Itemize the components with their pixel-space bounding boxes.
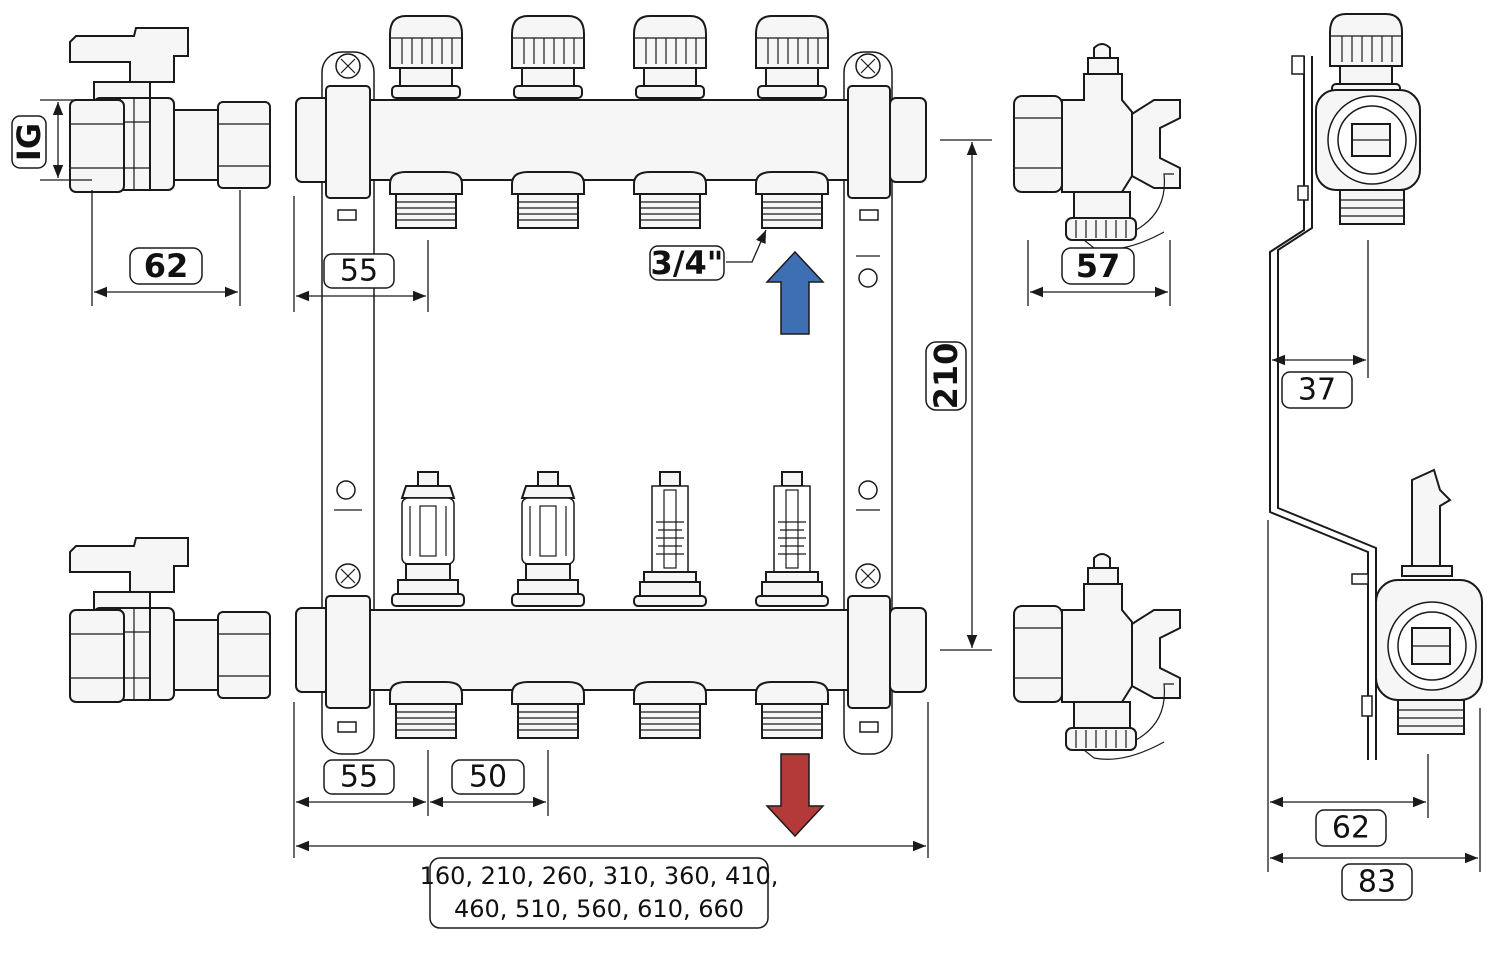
svg-text:210: 210	[927, 343, 965, 410]
actuator-cap-4	[755, 15, 829, 99]
outlet-bottom-3	[633, 681, 707, 739]
dim-label-side-depth-2: 83	[1341, 863, 1413, 901]
svg-text:3/4": 3/4"	[651, 244, 724, 282]
dim-label-bracket-offset: 37	[1281, 371, 1353, 409]
svg-text:160, 210, 260, 310, 360, 410,: 160, 210, 260, 310, 360, 410,	[420, 862, 779, 890]
dim-label-ig: IG	[10, 115, 48, 169]
flow-meter-2	[511, 471, 585, 607]
flow-meter-4	[755, 471, 829, 607]
supply-arrow	[765, 250, 825, 335]
dim-label-ball-valve-length: 62	[129, 247, 203, 285]
outlet-top-3	[633, 171, 707, 229]
svg-text:57: 57	[1076, 247, 1121, 285]
svg-text:62: 62	[1332, 811, 1370, 846]
bracket-right	[843, 51, 893, 755]
return-arrow	[765, 753, 825, 838]
outlet-bottom-1	[389, 681, 463, 739]
flow-meter-1	[391, 471, 465, 607]
manifold-bar-bottom	[295, 595, 927, 709]
dim-label-total-length: 160, 210, 260, 310, 360, 410, 460, 510, …	[420, 857, 779, 929]
dim-label-valve-length: 57	[1061, 247, 1135, 285]
svg-text:83: 83	[1358, 865, 1396, 900]
dim-label-end-offset-top: 55	[323, 253, 395, 289]
outlet-top-4	[755, 171, 829, 229]
outlet-top-1	[389, 171, 463, 229]
side-view	[1269, 13, 1483, 760]
dim-label-outlet-spacing: 50	[451, 759, 525, 795]
actuator-cap-1	[389, 15, 463, 99]
outlet-top-2	[511, 171, 585, 229]
actuator-cap-3	[633, 15, 707, 99]
dim-label-side-depth-1: 62	[1315, 809, 1387, 847]
svg-text:IG: IG	[10, 123, 48, 161]
outlet-bottom-4	[755, 681, 829, 739]
actuator-cap-2	[511, 15, 585, 99]
dim-label-thread: 3/4"	[649, 244, 725, 282]
side-valve-bottom	[1013, 553, 1181, 761]
svg-text:37: 37	[1298, 373, 1336, 408]
svg-text:460, 510, 560, 610, 660: 460, 510, 560, 610, 660	[454, 895, 744, 923]
ball-valve-top	[69, 27, 271, 193]
ball-valve-bottom	[69, 537, 271, 703]
side-valve-top	[1013, 43, 1181, 251]
dim-label-end-offset-bottom: 55	[323, 759, 395, 795]
svg-text:50: 50	[469, 760, 507, 795]
outlet-bottom-2	[511, 681, 585, 739]
dim-label-port-spacing: 210	[925, 341, 967, 411]
manifold-bar-top	[295, 85, 927, 199]
flow-meter-3	[633, 471, 707, 607]
bracket-left	[321, 51, 375, 755]
svg-text:55: 55	[340, 254, 378, 289]
svg-text:55: 55	[340, 760, 378, 795]
svg-text:62: 62	[144, 247, 189, 285]
dimension-lines	[40, 99, 1481, 872]
